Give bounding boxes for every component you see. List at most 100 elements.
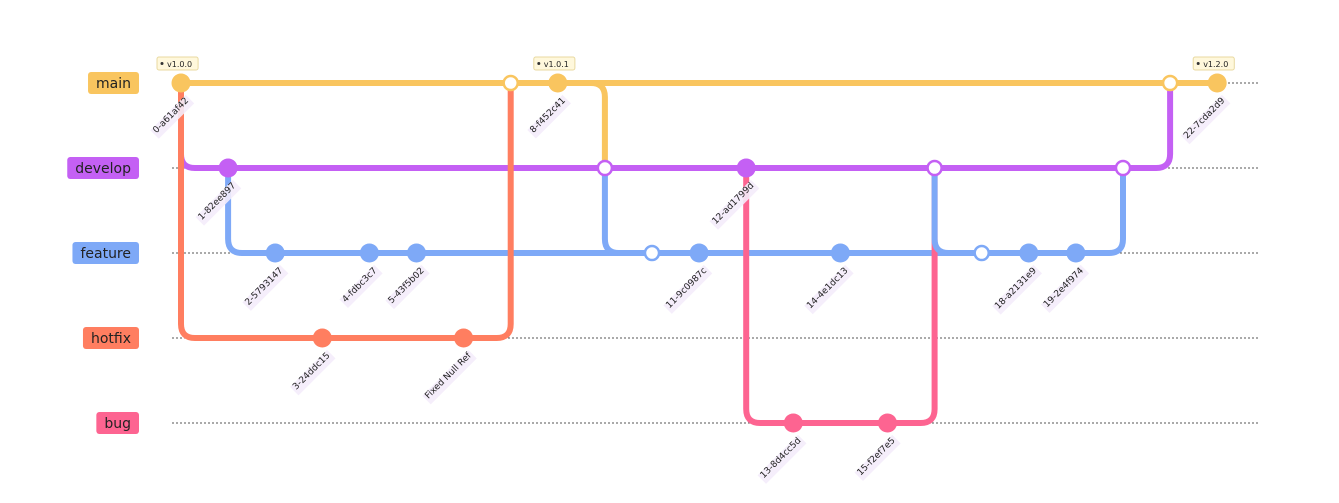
commit-18-a2131e9[interactable] [1019,243,1039,263]
branch-label-text: hotfix [91,331,131,347]
commit-label-text: 19-2e4f974 [1042,266,1086,310]
tag-v1-0-0: v1.0.0 [156,56,199,71]
commit-label-text: 13-8d4cc5d [759,436,804,481]
merge-commit-m-dev-1[interactable] [596,159,614,177]
commit-label-bg [992,264,1042,315]
commit-label-bg [422,349,477,405]
commit-label-bg [757,434,807,484]
commit-dots [171,73,1227,433]
commit-label-bg [1040,264,1090,313]
commit-label-text: 3-24ddc15 [291,351,332,392]
commit-label-text: 11-9c0987c [664,266,709,311]
commit-14-4e1dc13[interactable] [830,243,850,263]
tag-text: v1.0.0 [167,60,192,69]
commit-label-text: 1-82ee897 [197,181,238,222]
link-m-dev-2-to-m-feat-2 [931,165,985,256]
commit-label-bg [150,94,195,139]
commit-label-bg [804,264,854,315]
branch-label-box [88,72,139,94]
commit-labels: 0-a61af42 1-82ee897 2-5793147 3-24ddc15 4-fd… [150,94,1231,484]
commit-label-15-f2ef7e5: 15-f2ef7e5 [854,434,901,482]
commit-0-a61af42[interactable] [171,73,191,93]
commit-label-text: 14-4e1dc13 [805,266,850,311]
branch-label-bug: bug [96,412,139,434]
branch-label-feature: feature [72,242,139,264]
commit-13-8d4cc5d[interactable] [783,413,803,433]
commit-19-2e4f974[interactable] [1066,243,1086,263]
commit-label-19-2e4f974: 19-2e4f974 [1040,264,1090,313]
commit-label-text: 0-a61af42 [151,96,191,136]
commit-label-bg [290,349,336,396]
merge-commit-m-main-1[interactable] [502,74,519,92]
commit-label-text: 22-7cda2d9 [1182,96,1227,141]
branch-label-text: develop [75,161,131,177]
commit-label-12-ad1799d: 12-ad1799d [709,179,760,230]
link-12-ad1799d-to-13-8d4cc5d [743,165,797,426]
link-m-dev-3-to-m-main-2 [1120,80,1174,171]
commit-label-bg [195,179,242,226]
commit-label-bg [385,264,430,310]
merge-commit-m-main-2[interactable] [1161,74,1179,92]
commit-label-text: 15-f2ef7e5 [856,436,898,478]
link-0-a61af42-to-3-24ddc15 [178,80,326,341]
commit-label-2-5793147: 2-5793147 [242,264,289,311]
link-1-82ee897-to-2-5793147 [225,165,279,256]
commit-label-4-fdbc3c7: 4-fdbc3c7 [339,264,383,308]
commit-label-0-a61af42: 0-a61af42 [150,94,195,139]
commit-tags: v1.0.0 v1.0.1 v1.2.0 [156,56,1235,71]
tag-hole-icon [537,62,541,65]
link-0-a61af42-to-1-82ee897 [178,80,232,171]
commit-12-ad1799d[interactable] [736,158,756,178]
link-19-2e4f974-to-m-dev-3 [1072,165,1126,256]
merge-commit-m-feat-1[interactable] [643,244,661,262]
commit-5-43f5b02[interactable] [407,243,426,263]
commit-3-24ddc15[interactable] [312,328,332,348]
branch-label-box [72,242,139,264]
commit-label-text: 5-43f5b02 [387,266,427,306]
commit-label-text: 8-f452c41 [528,96,567,135]
commit-2-5793147[interactable] [265,243,285,263]
branch-label-box [67,157,139,179]
commit-label-bg [663,264,713,314]
commit-label-bg [709,179,760,230]
tag-box [533,56,576,71]
branch-labels: main develop feature hotfix bug [67,72,139,434]
commit-label-22-7cda2d9: 22-7cda2d9 [1181,94,1231,145]
tag-box [1192,56,1235,71]
merge-commit-m-feat-2[interactable] [973,244,990,262]
commit-label-text: 4-fdbc3c7 [341,266,380,305]
commit-15-f2ef7e5[interactable] [878,413,897,433]
merge-commit-m-dev-2[interactable] [926,159,943,177]
commit-1-82ee897[interactable] [218,158,238,178]
branch-label-text: bug [104,416,131,432]
link-15-f2ef7e5-to-m-dev-2 [884,165,938,426]
commit-label-bg [339,264,383,308]
tag-text: v1.2.0 [1203,60,1228,69]
commit-label-bg [527,94,571,139]
branch-links [178,80,1174,426]
merge-commit-m-dev-3[interactable] [1114,159,1132,177]
tag-box [156,56,199,71]
commit-label-5-43f5b02: 5-43f5b02 [385,264,430,310]
commit-label-18-a2131e9: 18-a2131e9 [992,264,1042,315]
commit-label-14-4e1dc13: 14-4e1dc13 [804,264,854,315]
commit-8-f452c41[interactable] [548,73,568,93]
commit-label-11-9c0987c: 11-9c0987c [663,264,713,314]
commit-label-text: 18-a2131e9 [993,266,1039,312]
branch-label-text: main [96,76,131,92]
tag-text: v1.0.1 [544,60,569,69]
tag-hole-icon [1196,62,1200,65]
tag-hole-icon [160,62,164,65]
branch-label-develop: develop [67,157,139,179]
commit-4-fdbc3c7[interactable] [359,243,379,263]
commit-label-text: Fixed Null Ref [423,350,474,401]
commit-fixed-null-ref[interactable] [454,328,474,348]
branch-label-main: main [88,72,139,94]
commit-label-1-82ee897: 1-82ee897 [195,179,242,226]
commit-label-text: 2-5793147 [244,266,286,308]
commit-label-text: 12-ad1799d [711,181,757,227]
link-8-f452c41-to-m-dev-1 [554,80,608,171]
commit-11-9c0987c[interactable] [689,243,709,263]
commit-22-7cda2d9[interactable] [1207,73,1227,93]
